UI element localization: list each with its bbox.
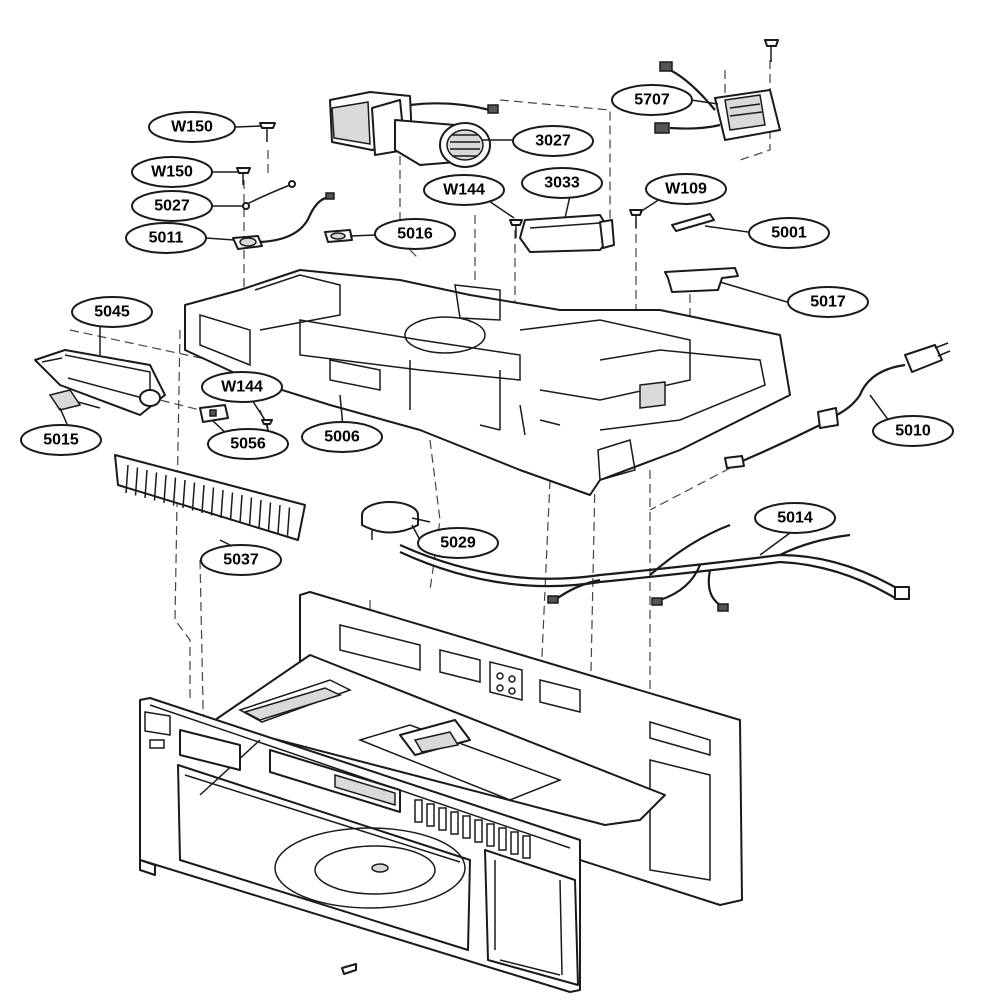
grille-slat <box>201 484 205 514</box>
vent-slot <box>450 811 459 835</box>
callout-label: 5027 <box>154 198 190 215</box>
grille-slat <box>210 487 215 516</box>
vent-slot <box>510 831 519 855</box>
vent-slot <box>438 807 447 831</box>
part-5037-grille <box>114 454 306 541</box>
vent-slot <box>522 835 531 859</box>
screw-top-right <box>764 39 779 62</box>
callout-label: 5001 <box>771 225 807 242</box>
part-5014-wiring-harness <box>399 523 910 612</box>
callout-w150-mid: W150 <box>131 156 213 188</box>
grille-slat <box>248 497 253 526</box>
part-5027-wire-clip <box>242 180 296 210</box>
grille-slat <box>182 479 186 509</box>
grille-slat <box>277 504 281 534</box>
callout-5045: 5045 <box>71 296 153 328</box>
grille-slat <box>191 482 196 511</box>
callout-label: W109 <box>665 181 707 198</box>
part-5707-transformer <box>654 61 781 141</box>
grille-slat <box>267 502 272 531</box>
part-5056-switch <box>199 404 229 423</box>
screw-w109 <box>629 209 643 228</box>
part-5011-thermostat <box>232 192 335 250</box>
screw-w150-top <box>259 122 276 142</box>
grille-slat <box>134 467 139 496</box>
callout-w150-top: W150 <box>148 111 236 143</box>
vent-slot <box>414 799 423 823</box>
screw-bottom <box>341 963 357 975</box>
callout-label: 5056 <box>230 436 266 453</box>
grille-slat <box>220 489 224 519</box>
part-3033-bracket <box>519 214 615 253</box>
callout-5016: 5016 <box>374 218 456 250</box>
callout-label: 5014 <box>777 510 813 527</box>
callout-5027: 5027 <box>131 190 213 222</box>
part-5016-thermostat <box>324 229 353 243</box>
grille-slat <box>258 499 262 529</box>
callout-label: 5029 <box>440 535 476 552</box>
grille-slat <box>125 464 129 494</box>
callout-label: 5016 <box>397 226 433 243</box>
leader-lines <box>59 99 893 556</box>
screw-w144-top <box>509 219 523 238</box>
callout-5707: 5707 <box>611 84 693 116</box>
callout-label: 5015 <box>43 432 79 449</box>
callout-5006: 5006 <box>301 421 383 453</box>
screw-w150-mid <box>236 167 251 185</box>
vent-slot <box>498 827 507 851</box>
callout-5014: 5014 <box>754 502 836 534</box>
callout-label: 5011 <box>149 230 184 247</box>
callout-w144-left: W144 <box>201 371 283 403</box>
grille-slat <box>172 477 177 506</box>
callout-5017: 5017 <box>787 286 869 318</box>
vent-slot <box>474 819 483 843</box>
vent-slot <box>486 823 495 847</box>
callout-label: 5045 <box>94 304 130 321</box>
part-5029-motor <box>361 501 431 540</box>
part-5045-lamp-housing <box>34 349 166 416</box>
part-5015-lamp <box>48 389 101 411</box>
callout-label: 5707 <box>634 92 670 109</box>
callout-label: 3027 <box>535 133 571 150</box>
grille-slat <box>153 472 158 501</box>
part-5006-base-frame <box>184 269 791 496</box>
grille-slat <box>144 469 148 499</box>
callout-label: 5037 <box>223 552 259 569</box>
part-5001-rod <box>671 213 715 232</box>
vent-slot <box>426 803 435 827</box>
callout-w109: W109 <box>645 173 727 205</box>
callout-3027: 3027 <box>512 125 594 157</box>
callout-5029: 5029 <box>417 527 499 559</box>
part-5010-power-cord <box>724 342 951 469</box>
part-3027-fan-motor <box>329 91 499 168</box>
callout-5011: 5011 <box>125 222 207 254</box>
callout-5056: 5056 <box>207 428 289 460</box>
grille-slat <box>286 507 291 536</box>
callout-label: 3033 <box>544 175 580 192</box>
callout-5015: 5015 <box>20 424 102 456</box>
callout-label: W144 <box>443 182 485 199</box>
callout-label: W150 <box>171 119 213 136</box>
callout-label: 5006 <box>324 429 360 446</box>
oven-chassis <box>139 591 743 993</box>
callout-w144-top: W144 <box>423 174 505 206</box>
callout-5001: 5001 <box>748 217 830 249</box>
callout-label: 5010 <box>895 423 931 440</box>
callout-5010: 5010 <box>872 415 954 447</box>
callout-3033: 3033 <box>521 167 603 199</box>
part-5017-bracket <box>664 267 739 293</box>
callout-label: 5017 <box>810 294 846 311</box>
grille-slat <box>229 492 234 521</box>
grille-slat <box>163 474 167 504</box>
grille-slat <box>239 494 243 524</box>
callout-label: W150 <box>151 164 193 181</box>
callout-5037: 5037 <box>200 544 282 576</box>
callout-label: W144 <box>221 379 263 396</box>
vent-slot <box>462 815 471 839</box>
